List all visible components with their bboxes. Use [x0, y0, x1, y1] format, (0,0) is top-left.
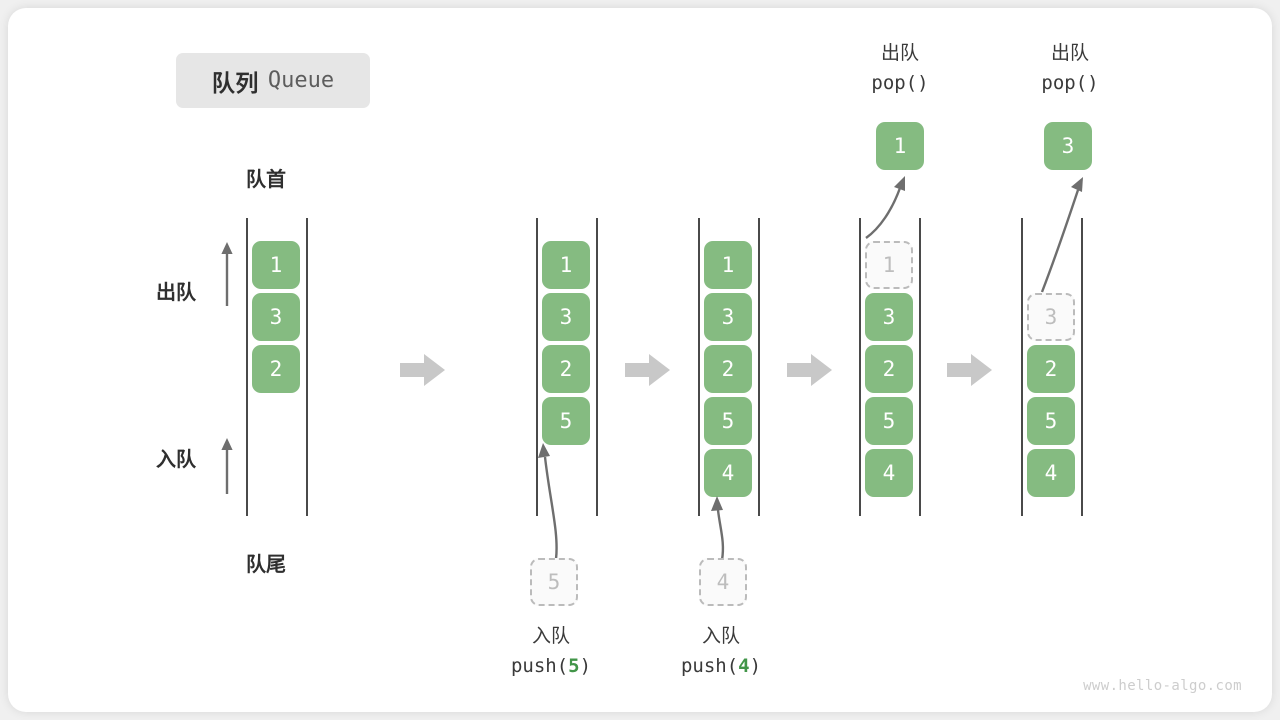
queue-column-after-pop-3: 3 2 5 4 [1021, 218, 1083, 516]
enqueue-direction-arrow-icon [221, 438, 233, 494]
queue-rail-left [246, 218, 248, 516]
pop-3-caption-line1: 出队 [1050, 42, 1089, 64]
pop-3-close: ) [1087, 72, 1099, 94]
queue-cell: 5 [542, 397, 590, 445]
step-arrow-icon [400, 354, 445, 386]
queue-cell: 2 [252, 345, 300, 393]
queue-column-after-push-5: 1 3 2 5 [536, 218, 598, 516]
queue-cell: 3 [542, 293, 590, 341]
queue-column-initial: 1 3 2 [246, 218, 308, 516]
push-5-caption-line1: 入队 [531, 625, 570, 647]
push-5-caption-line2: push(5) [451, 651, 651, 681]
queue-rail-left [536, 218, 538, 516]
queue-tail-label: 队尾 [246, 552, 286, 576]
queue-cell: 4 [704, 449, 752, 497]
queue-cell: 2 [542, 345, 590, 393]
push-5-arrow-icon [538, 443, 558, 560]
pop-3-caption: 出队 pop() [980, 38, 1160, 98]
queue-column-after-pop-1: 1 3 2 5 4 [859, 218, 921, 516]
queue-rail-right [596, 218, 598, 516]
queue-head-label: 队首 [246, 167, 286, 191]
queue-rail-right [306, 218, 308, 516]
push-5-arg: 5 [568, 655, 580, 677]
queue-cell: 4 [1027, 449, 1075, 497]
diagram-canvas: 队列 Queue 队首 出队 入队 1 3 2 队尾 1 3 2 5 5 入队 [8, 8, 1272, 712]
queue-cell: 1 [704, 241, 752, 289]
pop-1-caption: 出队 pop() [810, 38, 990, 98]
queue-rail-left [859, 218, 861, 516]
push-5-caption: 入队 push(5) [451, 621, 651, 681]
pop-1-caption-line2: pop() [810, 68, 990, 98]
push-4-close: ) [749, 655, 762, 677]
queue-cell: 1 [542, 241, 590, 289]
queue-cell: 2 [1027, 345, 1075, 393]
queue-column-after-push-4: 1 3 2 5 4 [698, 218, 760, 516]
pop-1-caption-line1: 出队 [880, 42, 919, 64]
push-4-op: push( [680, 655, 739, 677]
queue-rail-right [919, 218, 921, 516]
push-4-caption: 入队 push(4) [621, 621, 821, 681]
queue-rail-left [698, 218, 700, 516]
dequeue-direction-arrow-icon [221, 242, 233, 306]
push-5-op: push( [510, 655, 569, 677]
queue-cell: 5 [704, 397, 752, 445]
pop-1-arrow-icon [865, 176, 905, 239]
push-4-incoming-card: 4 [699, 558, 747, 606]
push-5-close: ) [579, 655, 592, 677]
queue-cell: 3 [704, 293, 752, 341]
push-5-incoming-card: 5 [530, 558, 578, 606]
queue-cell: 5 [1027, 397, 1075, 445]
queue-cell: 2 [704, 345, 752, 393]
queue-rail-right [1081, 218, 1083, 516]
queue-cell: 2 [865, 345, 913, 393]
pop-1-op: pop( [871, 72, 918, 94]
pop-3-op: pop( [1041, 72, 1088, 94]
pop-1-close: ) [917, 72, 929, 94]
queue-rail-left [1021, 218, 1023, 516]
queue-cell-vacated: 3 [1027, 293, 1075, 341]
push-4-arrow-icon [711, 496, 725, 561]
queue-cell: 4 [865, 449, 913, 497]
push-4-caption-line2: push(4) [621, 651, 821, 681]
queue-cell: 1 [252, 241, 300, 289]
queue-rail-right [758, 218, 760, 516]
pop-3-caption-line2: pop() [980, 68, 1160, 98]
watermark: www.hello-algo.com [1083, 678, 1242, 694]
push-4-arg: 4 [738, 655, 750, 677]
pop-3-arrow-icon [1040, 177, 1083, 293]
step-arrow-icon [947, 354, 992, 386]
queue-cell: 3 [865, 293, 913, 341]
enqueue-direction-label: 入队 [156, 447, 196, 471]
title-english: Queue [267, 68, 335, 93]
pop-3-outgoing-card: 3 [1044, 122, 1092, 170]
step-arrow-icon [625, 354, 670, 386]
pop-1-outgoing-card: 1 [876, 122, 924, 170]
dequeue-direction-label: 出队 [156, 280, 196, 304]
queue-cell: 3 [252, 293, 300, 341]
step-arrow-icon [787, 354, 832, 386]
diagram-title-chip: 队列 Queue [176, 53, 370, 108]
push-4-caption-line1: 入队 [701, 625, 740, 647]
queue-cell-vacated: 1 [865, 241, 913, 289]
queue-cell: 5 [865, 397, 913, 445]
title-chinese: 队列 [211, 70, 259, 97]
